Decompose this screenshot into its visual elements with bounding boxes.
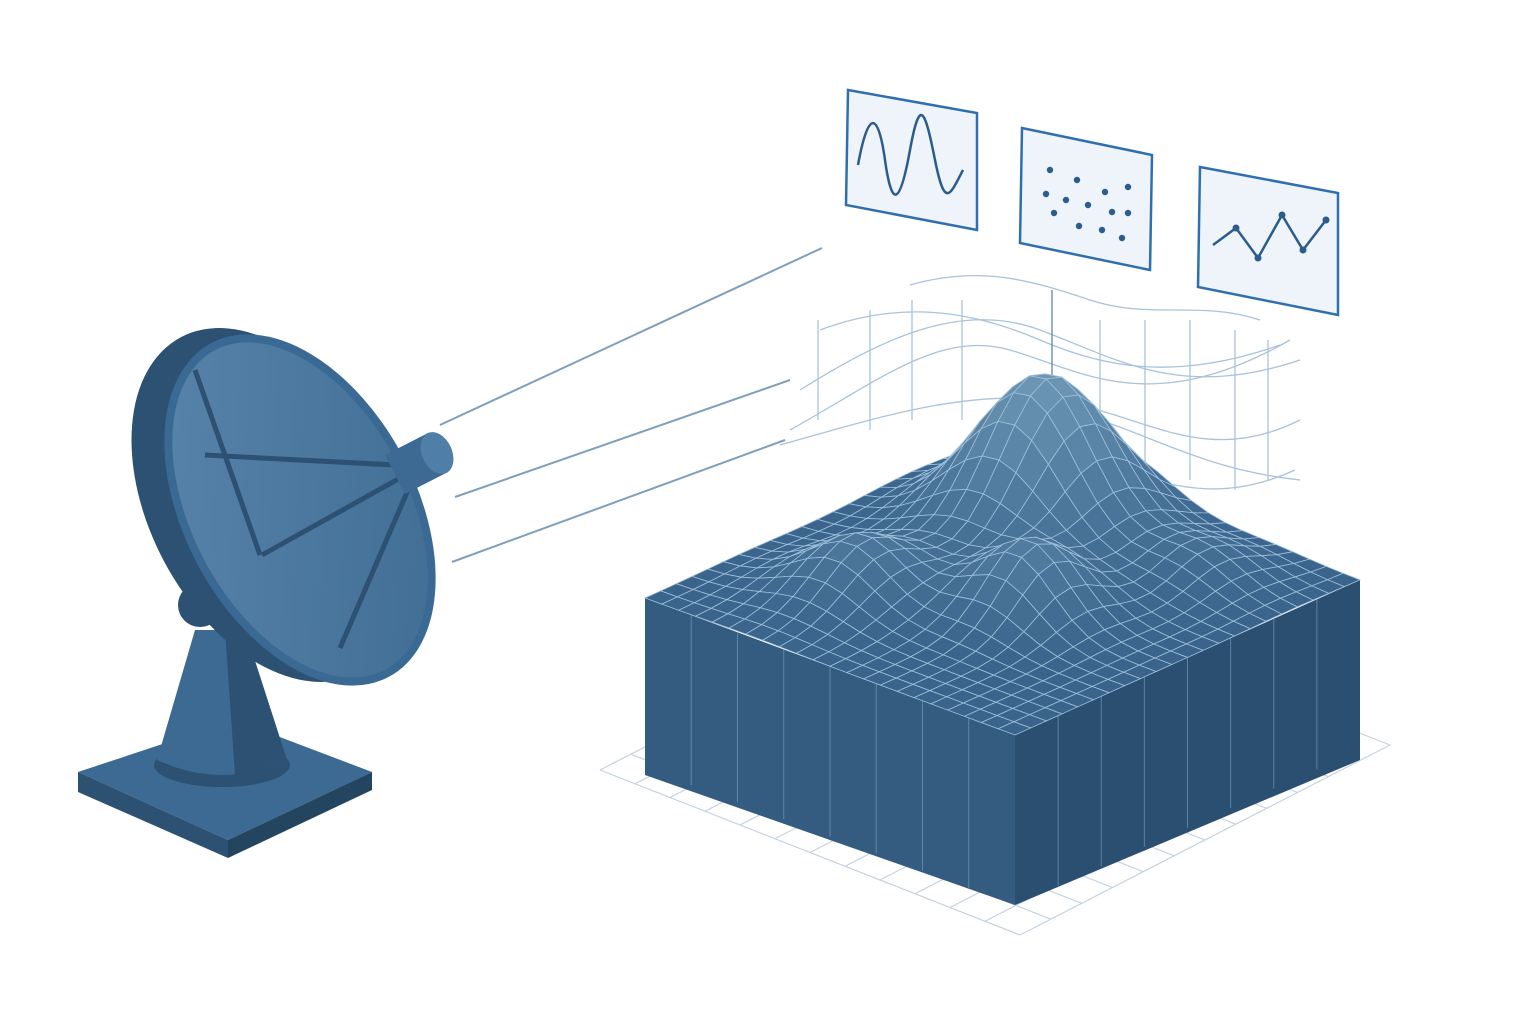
line-chart-icon <box>1212 211 1330 262</box>
signal-beams <box>439 247 823 563</box>
line-chart-panel <box>1196 165 1340 317</box>
ground-line <box>1019 744 1391 936</box>
terrain-block-icon <box>643 373 1362 905</box>
wave-chart-panel <box>844 88 979 232</box>
scatter-chart-panel <box>1018 126 1154 272</box>
terrain-surface <box>643 373 1362 736</box>
dish-struts <box>192 369 411 649</box>
wave-chart-icon <box>856 113 965 196</box>
satellite-dish-icon <box>78 328 454 858</box>
feed-horn <box>385 432 454 494</box>
block-side-grid <box>690 599 1318 888</box>
terrain-cell <box>997 721 1032 736</box>
scatter-chart-icon <box>1042 166 1132 242</box>
